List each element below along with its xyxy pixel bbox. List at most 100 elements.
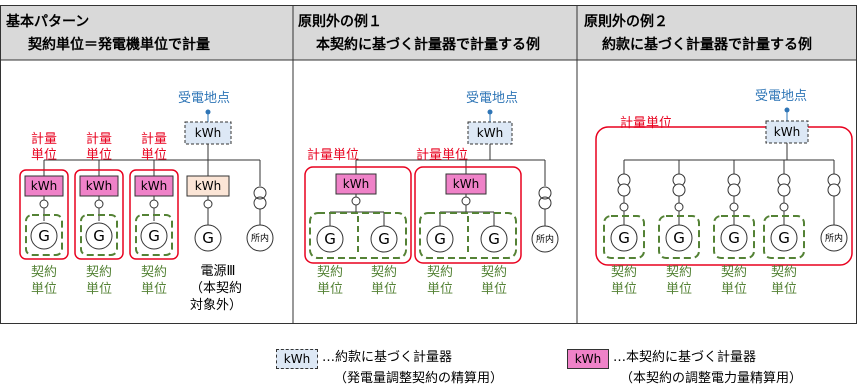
contract-unit-label: 単位 [426,282,453,297]
generator-label: G [673,229,685,247]
in-house-label: 所内 [535,235,554,245]
contract-unit-label: 単位 [665,282,692,297]
generator-label: G [202,229,214,247]
metering-unit-box [129,169,179,260]
contract-unit-label: 単位 [610,282,637,297]
contract-unit-box [80,214,118,256]
contract-unit-label: 契約 [316,265,343,280]
metering-unit-box [595,126,853,266]
contract-unit-box [419,212,517,259]
legend-contract-meter-text: …本契約に基づく計量器 [613,350,757,365]
contract-unit-label: 契約 [370,265,397,280]
contract-unit-box [135,214,173,256]
panel-title: 原則外の例２ [584,14,668,30]
power-source-label: （本契約 [189,281,242,296]
legend-tariff-meter-note: （発電量調整契約の精算用） [334,371,504,386]
contract-unit-box [763,215,805,259]
panel-subtitle: 約款に基づく計量器で計量する例 [602,37,812,53]
metering-unit-label: 計量単位 [620,116,673,131]
panel-title: 原則外の例１ [298,14,382,30]
breaker-icon [39,199,213,209]
generator-icon [610,224,798,252]
in-house-label: 所内 [250,234,269,244]
receiving-point-label: 受電地点 [466,91,519,106]
generator-label: G [38,227,50,245]
contract-unit-label: 契約 [426,265,453,280]
in-house-label: 所内 [824,234,843,244]
meter-label: kWh [85,179,113,193]
meter-label: kWh [342,177,370,191]
contract-unit-label: 単位 [370,282,397,297]
metering-unit-label: 計量単位 [307,148,360,163]
generator-label: G [93,227,105,245]
contract-unit-label: 単位 [480,282,507,297]
metering-unit-label: 単位 [140,148,167,163]
legend-contract-meter-note: （本契約の調整電力量精算用） [620,371,803,386]
panel-basic-diagram [19,109,274,260]
contract-unit-label: 単位 [316,282,343,297]
contract-unit-label: 契約 [610,265,637,280]
contract-unit-label: 単位 [85,282,112,297]
generator-icon [316,225,508,253]
meter-label: kWh [30,179,58,193]
meter-label: kWh [773,125,801,139]
legend-tariff-meter-text: …約款に基づく計量器 [322,350,453,365]
in-house-load-icon [246,224,274,252]
contract-unit-label: 単位 [720,282,747,297]
generator-label: G [378,230,390,248]
contract-unit-box [25,214,63,256]
power-source-label: 対象外） [189,298,242,313]
metering-unit-label: 計量単位 [416,148,469,163]
metering-unit-box [304,166,412,264]
contract-unit-label: 契約 [720,265,747,280]
generator-label: G [324,230,336,248]
contract-unit-label: 契約 [85,265,112,280]
contract-unit-box [603,215,645,259]
generator-icon [30,222,222,252]
panel-subtitle: 本契約に基づく計量器で計量する例 [316,37,540,53]
receiving-point-label: 受電地点 [755,89,808,104]
meter-label: kWh [194,126,222,140]
metering-unit-label: 計量 [140,132,167,147]
metering-unit-label: 単位 [30,148,57,163]
header-band [0,5,857,60]
in-house-load-icon [531,225,559,253]
contract-unit-label: 契約 [665,265,692,280]
generator-label: G [778,229,790,247]
metering-unit-box [74,169,124,260]
metering-unit-box [414,166,522,264]
generator-label: G [148,227,160,245]
generator-label: G [618,229,630,247]
contract-unit-box [713,215,755,259]
panel-subtitle: 契約単位＝発電機単位で計量 [28,37,210,53]
generator-label: G [488,230,500,248]
contract-unit-box [309,212,407,259]
generator-label: G [434,230,446,248]
meter-label: kWh [476,126,504,140]
transformer-icon [617,173,841,197]
contract-unit-label: 契約 [480,265,507,280]
contract-unit-label: 単位 [140,282,167,297]
legend-contract-meter-box: kWh [567,349,609,369]
transformer-icon [538,186,552,210]
metering-unit-label: 単位 [85,148,112,163]
contract-unit-label: 単位 [30,282,57,297]
contract-unit-label: 契約 [140,265,167,280]
metering-unit-box [19,169,69,260]
panel-exception1-diagram [304,109,559,264]
generator-label: G [728,229,740,247]
metering-unit-label: 計量 [30,132,57,147]
meter-label: kWh [194,179,222,193]
meter-label: kWh [452,177,480,191]
breaker-icon [619,202,789,212]
contract-unit-label: 契約 [30,265,57,280]
legend-tariff-meter-box: kWh [276,349,318,369]
receiving-point-label: 受電地点 [178,91,231,106]
in-house-load-icon [820,224,848,252]
panel-exception2-diagram [595,107,853,266]
contract-unit-label: 単位 [770,282,797,297]
transformer-icon [253,186,267,210]
contract-unit-box [658,215,700,259]
panel-title: 基本パターン [6,14,90,30]
